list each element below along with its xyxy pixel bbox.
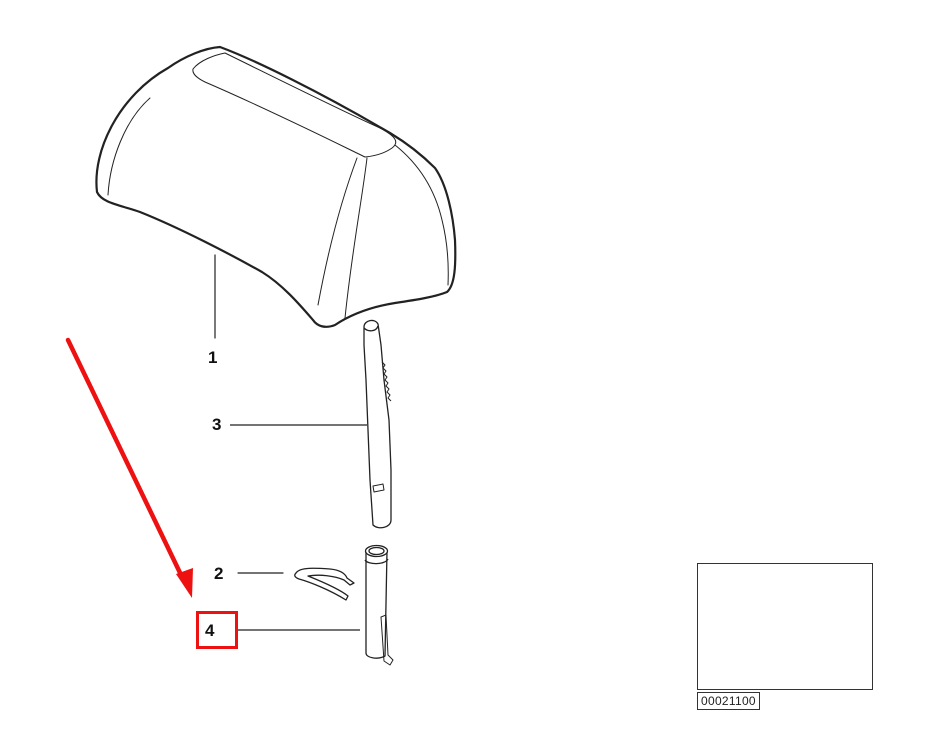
spring-clip-drawing (237, 567, 355, 601)
part-label-2[interactable]: 2 (214, 564, 224, 583)
guide-sleeve-drawing (236, 544, 394, 666)
part-label-4[interactable]: 4 (205, 621, 215, 640)
car-location-thumbnail[interactable] (697, 563, 873, 690)
part-label-1[interactable]: 1 (208, 348, 218, 367)
part-label-3[interactable]: 3 (212, 415, 222, 434)
diagram-reference-code: 00021100 (697, 692, 760, 710)
headrest-cushion-drawing (95, 45, 457, 339)
support-rod-drawing (230, 319, 392, 529)
red-arrow-icon (65, 337, 193, 598)
highlight-box-part-4 (196, 611, 238, 649)
